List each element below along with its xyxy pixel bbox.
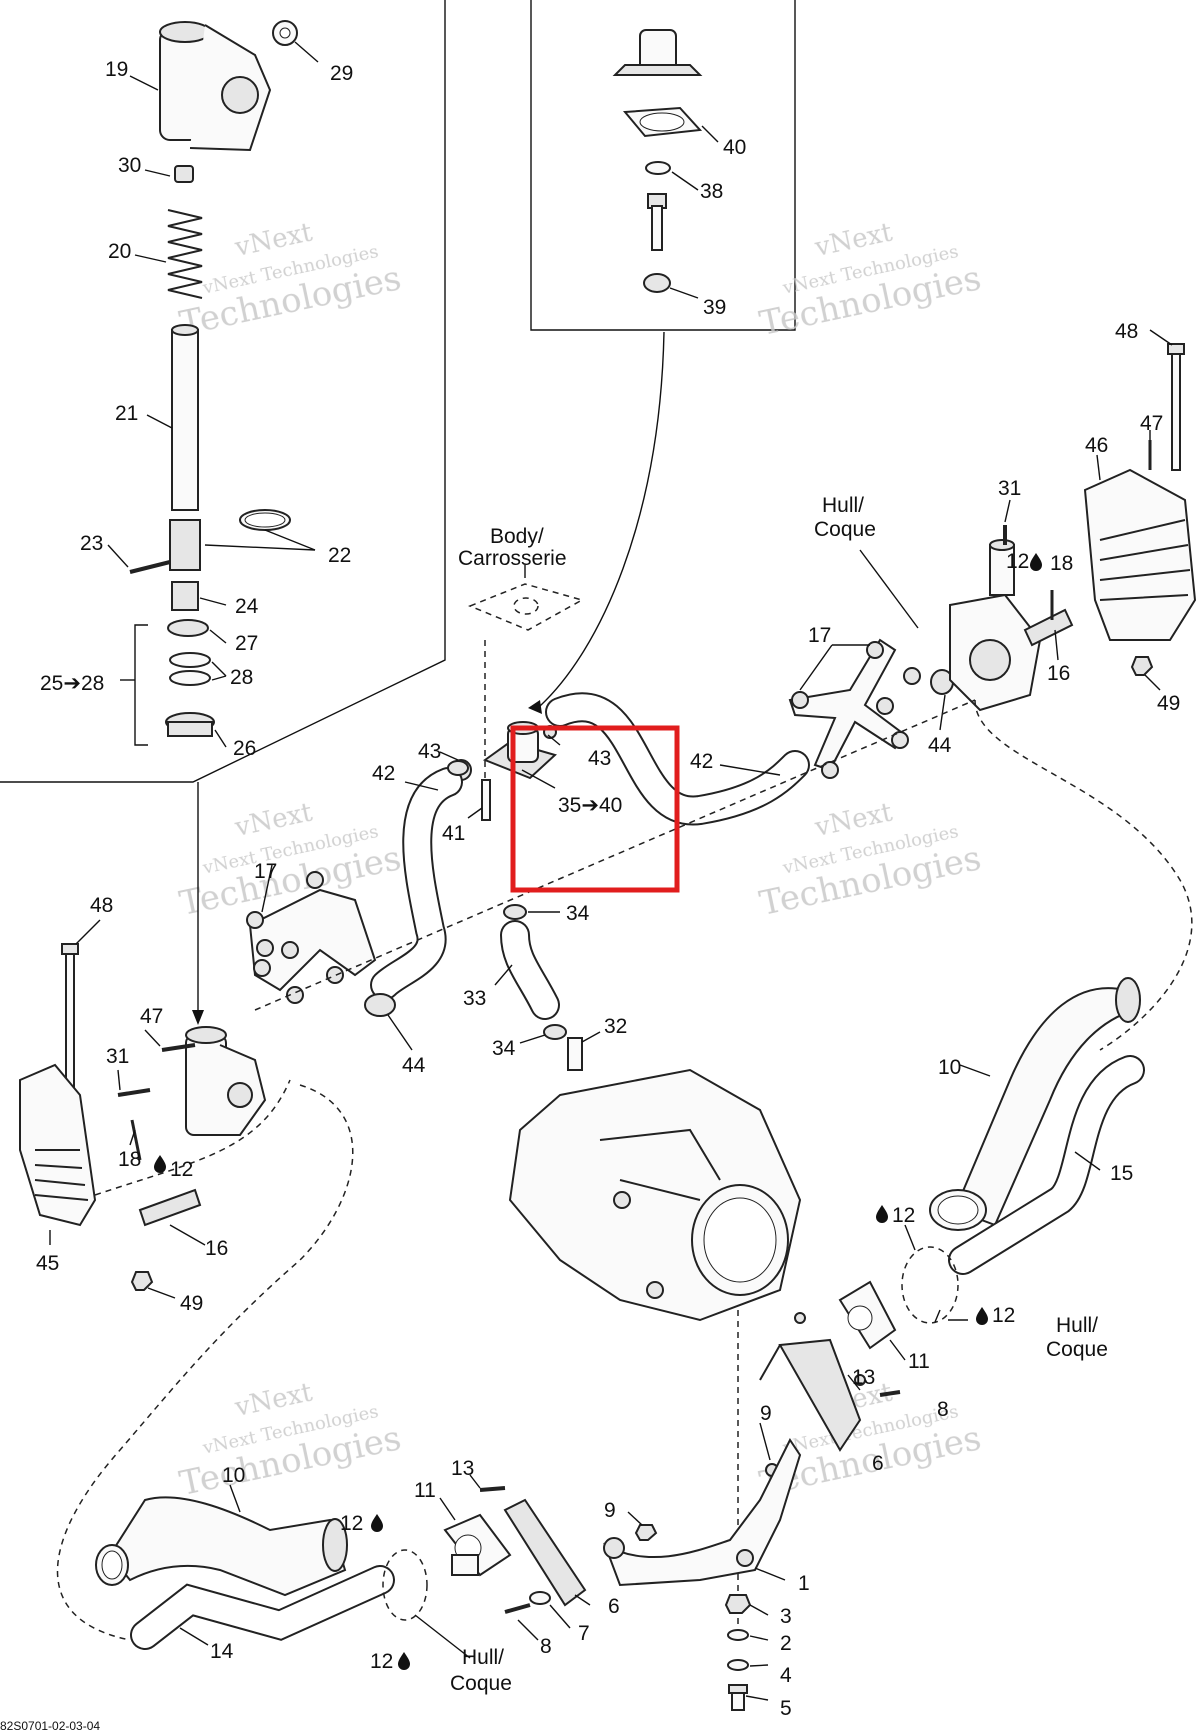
callout-13-right: 13 (852, 1366, 875, 1389)
callout-25-28: 25➔28 (40, 672, 104, 695)
callout-15: 15 (1110, 1162, 1133, 1185)
callout-16-right: 16 (1047, 662, 1070, 685)
callout-29: 29 (330, 62, 353, 85)
callout-49-right: 49 (1157, 692, 1180, 715)
callout-8-left: 8 (540, 1635, 552, 1658)
callout-3: 3 (780, 1605, 792, 1628)
callout-48-left: 48 (90, 894, 113, 917)
callout-11-left: 11 (414, 1479, 436, 1502)
callout-12-left-bottom: 12 (370, 1650, 393, 1673)
callout-34-top: 34 (566, 902, 590, 925)
cap-assembly-inset (528, 29, 719, 714)
callout-43-left: 43 (418, 740, 441, 763)
callout-47-right: 47 (1140, 412, 1163, 435)
callout-42-right: 42 (690, 750, 713, 773)
callout-6-left: 6 (608, 1595, 620, 1618)
callout-20: 20 (108, 240, 131, 263)
body-label-line2: Carrosserie (458, 547, 567, 570)
hull-label-bottom-line1: Hull/ (462, 1646, 504, 1669)
callout-40: 40 (723, 136, 746, 159)
callout-7: 7 (578, 1622, 590, 1645)
callout-12-left-top: 12 (340, 1512, 363, 1535)
callout-34-bottom: 34 (492, 1037, 516, 1060)
callout-48-right: 48 (1115, 320, 1138, 343)
callout-32: 32 (604, 1015, 627, 1038)
callout-22: 22 (328, 544, 351, 567)
callout-28: 28 (230, 666, 253, 689)
right-flange (759, 1224, 968, 1477)
callout-23: 23 (80, 532, 103, 555)
callout-16-left: 16 (205, 1237, 228, 1260)
inset-box-top (530, 0, 796, 331)
oil-drop-icon (1030, 553, 1042, 571)
callout-26: 26 (233, 737, 256, 760)
inset-box-left (0, 0, 446, 783)
figure-code: 82S0701-02-03-04 (0, 1719, 100, 1733)
right-intake-duct (929, 977, 1145, 1275)
shaft-assembly-inset (107, 20, 319, 1025)
oil-drop-icon (876, 1205, 888, 1223)
oil-drop-icon (976, 1307, 988, 1325)
callout-8-right: 8 (937, 1398, 949, 1421)
callout-12-right-steer: 12 (1006, 550, 1029, 573)
callout-12-right-bottom: 12 (992, 1304, 1015, 1327)
callout-30: 30 (118, 154, 141, 177)
callout-12-left-steer: 12 (170, 1158, 193, 1181)
callout-2: 2 (780, 1632, 792, 1655)
callout-33: 33 (463, 987, 486, 1010)
right-steering-assembly (254, 329, 1197, 1051)
highlight-box (510, 725, 680, 893)
callout-31-left: 31 (106, 1045, 129, 1068)
callout-44-right: 44 (928, 734, 952, 757)
hull-label-right-line2: Coque (1046, 1338, 1108, 1361)
callout-13-left: 13 (451, 1457, 474, 1480)
callout-31-right: 31 (998, 477, 1021, 500)
callout-46: 46 (1085, 434, 1108, 457)
callout-18-left: 18 (118, 1148, 141, 1171)
callout-49-left: 49 (180, 1292, 203, 1315)
hull-label-top-line1: Hull/ (822, 494, 864, 517)
hull-label-right-line1: Hull/ (1056, 1314, 1098, 1337)
callout-4: 4 (780, 1664, 792, 1687)
callout-6-right: 6 (872, 1452, 884, 1475)
callout-numbers: 19 29 30 20 21 23 22 24 27 28 25➔28 26 4… (36, 58, 1180, 1720)
callout-39: 39 (703, 296, 726, 319)
callout-35-40: 35➔40 (558, 794, 622, 817)
callout-41: 41 (442, 822, 465, 845)
callout-10-right: 10 (938, 1056, 961, 1079)
callout-5: 5 (780, 1697, 792, 1720)
callout-43-right: 43 (588, 747, 611, 770)
callout-17-right: 17 (808, 624, 831, 647)
callout-1: 1 (798, 1572, 810, 1595)
jet-pump-housing (508, 1068, 802, 1630)
callout-44-left: 44 (402, 1054, 426, 1077)
callout-42-left: 42 (372, 762, 395, 785)
callout-24: 24 (235, 595, 259, 618)
hull-label-top-line2: Coque (814, 518, 876, 541)
callout-27: 27 (235, 632, 258, 655)
body-plate (468, 565, 584, 790)
oil-drop-icon (371, 1514, 383, 1532)
callout-10-left: 10 (222, 1464, 245, 1487)
callout-45: 45 (36, 1252, 59, 1275)
oil-drop-icon (398, 1652, 410, 1670)
left-steering-assembly (19, 864, 377, 1641)
callout-11-right: 11 (908, 1350, 930, 1373)
callout-38: 38 (700, 180, 723, 203)
callout-19: 19 (105, 58, 128, 81)
oil-drop-icon (154, 1155, 166, 1173)
callout-47-left: 47 (140, 1005, 163, 1028)
callout-9-left: 9 (604, 1499, 616, 1522)
body-label-line1: Body/ (490, 525, 544, 548)
callout-17-left: 17 (254, 860, 277, 883)
bottom-bracket (603, 1422, 802, 1711)
callout-18-right: 18 (1050, 552, 1073, 575)
callout-14: 14 (210, 1640, 234, 1663)
callout-21: 21 (115, 402, 138, 425)
callout-12-right-top: 12 (892, 1204, 915, 1227)
hull-label-bottom-line2: Coque (450, 1672, 512, 1695)
callout-9-right: 9 (760, 1402, 772, 1425)
left-intake-duct (95, 1474, 591, 1659)
